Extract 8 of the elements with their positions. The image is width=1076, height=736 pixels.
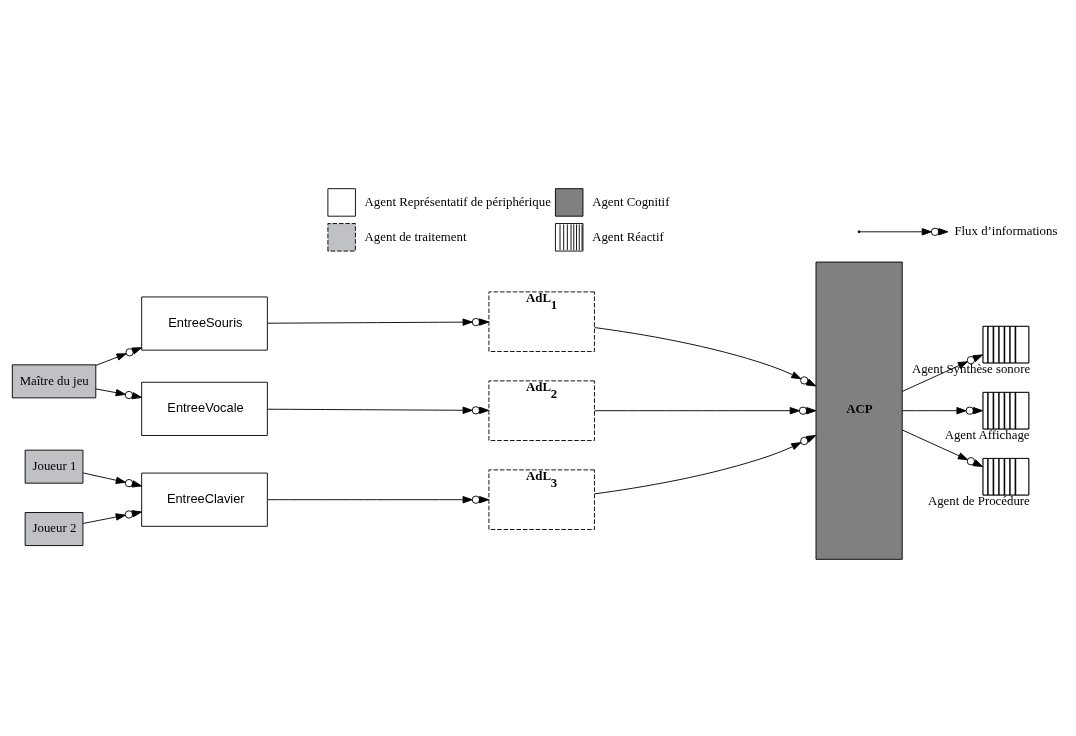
legend-label: Flux d’informations bbox=[954, 223, 1058, 238]
node-label: Agent Synthèse sonore bbox=[911, 361, 1031, 376]
legend-label: Agent Réactif bbox=[592, 229, 664, 244]
node-label: Agent Affichage bbox=[944, 427, 1030, 442]
legend-label: Agent Représentatif de périphérique bbox=[364, 194, 551, 209]
legend-label: Agent Cognitif bbox=[592, 194, 670, 209]
node-label: Agent de Procédure bbox=[927, 493, 1030, 508]
legend-label: Agent de traitement bbox=[364, 229, 467, 244]
